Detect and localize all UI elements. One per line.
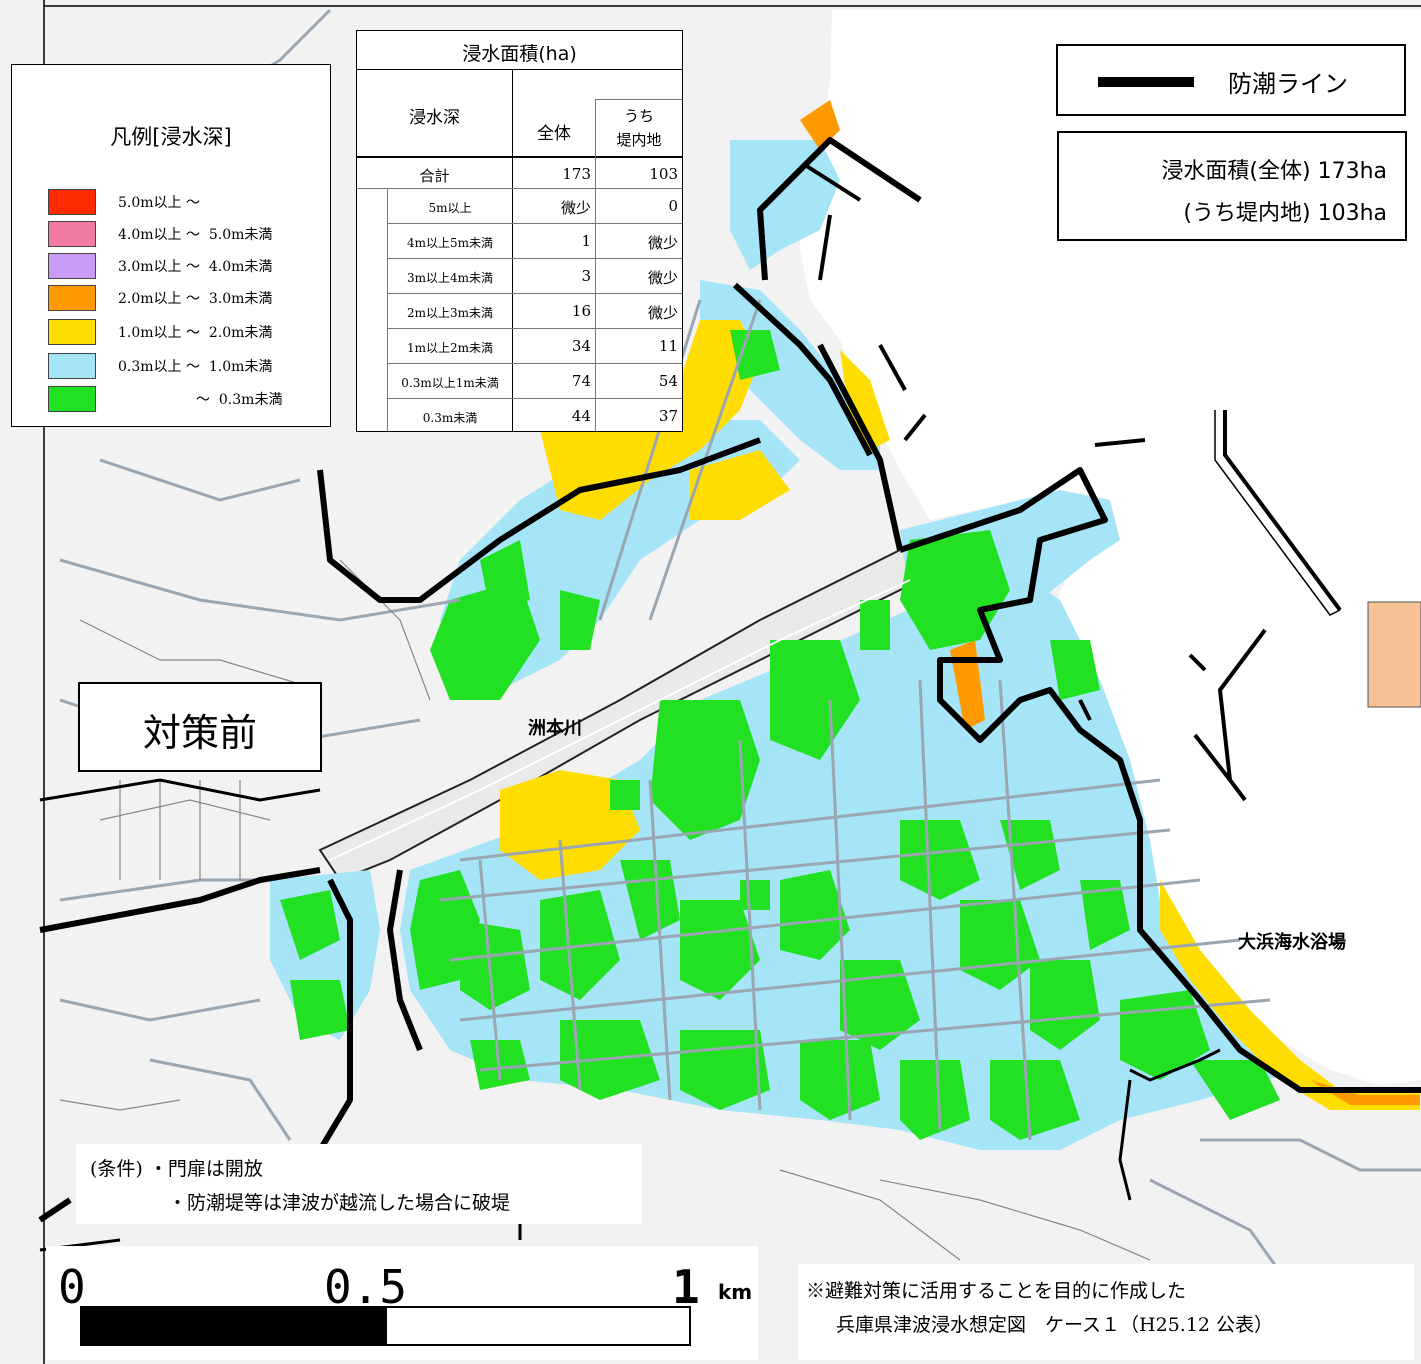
legend: 凡例[浸水深] 5.0m以上 ～ 4.0m以上 ～ 5.0m未満 3.0m以上 … [11,64,331,427]
row-total: 44 [571,407,591,425]
scale-label-one: 1 [672,1260,700,1314]
scale-label-zero: 0 [58,1260,86,1314]
legend-label: 4.0m以上 ～ 5.0m未満 [118,227,273,243]
condition-line-1: (条件) ・門扉は開放 [90,1158,263,1180]
note-line-2: 兵庫県津波浸水想定図 ケース１（H25.12 公表） [836,1314,1274,1336]
legend-item: 4.0m以上 ～ 5.0m未満 [48,221,318,247]
legend-swatch [48,353,96,379]
row-depth: 3m以上4m未満 [406,271,494,285]
row-total: 微少 [560,199,591,217]
row-total: 74 [571,372,591,390]
source-note: ※避難対策に活用することを目的に作成した 兵庫県津波浸水想定図 ケース１（H25… [798,1264,1414,1360]
row-depth: 0.3m未満 [422,411,478,425]
scenario-label-box: 対策前 [78,682,322,772]
flood-area-table: 浸水面積(ha) 浸水深 全体 うち 堤内地 合計 173 103 5m以上 微… [356,30,683,432]
legend-label: 5.0m以上 ～ [118,195,200,211]
row-inner: 0 [668,197,678,215]
row-depth: 合計 [419,167,450,185]
header-inner-line1: うち [623,107,654,125]
header-total: 全体 [537,124,571,144]
beach-label: 大浜海水浴場 [1238,932,1346,953]
legend-swatch [48,386,96,412]
condition-line-2: ・防潮堤等は津波が越流した場合に破堤 [168,1192,511,1214]
row-depth: 2m以上3m未満 [406,306,494,320]
row-total: 3 [581,267,591,285]
legend-item: 2.0m以上 ～ 3.0m未満 [48,285,318,311]
row-inner: 37 [658,407,678,425]
sea-wall-legend: 防潮ライン [1056,44,1406,116]
legend-swatch [48,253,96,279]
flood-area-total: 浸水面積(全体) 173ha [1161,159,1387,184]
facility-block [1367,601,1421,708]
row-depth: 1m以上2m未満 [406,341,494,355]
row-inner: 微少 [647,269,678,287]
row-depth: 5m以上 [428,201,472,215]
legend-swatch [48,189,96,215]
header-depth: 浸水深 [409,108,460,128]
row-inner: 11 [658,337,678,355]
row-depth: 0.3m以上1m未満 [401,376,499,390]
flood-area-inner: (うち堤内地) 103ha [1183,201,1387,226]
legend-item: ～ 0.3m未満 [48,386,318,412]
table-title: 浸水面積(ha) [462,43,577,65]
legend-label: ～ 0.3m未満 [196,392,283,408]
scale-unit: km [718,1280,753,1304]
legend-label: 3.0m以上 ～ 4.0m未満 [118,259,273,275]
row-inner: 103 [649,165,678,183]
scale-segment-white [385,1306,691,1346]
scale-segment-black [80,1306,385,1346]
flood-area-summary: 浸水面積(全体) 173ha (うち堤内地) 103ha [1057,131,1407,241]
breakwaters [803,163,1342,802]
note-line-1: ※避難対策に活用することを目的に作成した [806,1280,1187,1302]
legend-title: 凡例[浸水深] [110,125,232,149]
header-inner-line2: 堤内地 [616,131,662,149]
sea-wall-line-swatch [1098,77,1194,87]
row-total: 1 [581,232,591,250]
row-depth: 4m以上5m未満 [406,236,494,250]
legend-swatch [48,285,96,311]
legend-item: 5.0m以上 ～ [48,189,318,215]
scale-bar: 0 0.5 1 km [46,1246,758,1360]
row-total: 173 [562,165,591,183]
row-total: 34 [571,337,591,355]
legend-swatch [48,319,96,345]
conditions-note: (条件) ・門扉は開放 ・防潮堤等は津波が越流した場合に破堤 [76,1144,642,1224]
legend-label: 1.0m以上 ～ 2.0m未満 [118,325,273,341]
sea-wall-label: 防潮ライン [1228,70,1348,98]
legend-item: 3.0m以上 ～ 4.0m未満 [48,253,318,279]
legend-label: 2.0m以上 ～ 3.0m未満 [118,291,273,307]
row-inner: 微少 [647,304,678,322]
legend-swatch [48,221,96,247]
row-total: 16 [571,302,591,320]
legend-item: 1.0m以上 ～ 2.0m未満 [48,319,318,345]
legend-label: 0.3m以上 ～ 1.0m未満 [118,359,273,375]
river-label: 洲本川 [528,718,582,739]
road-network [59,8,1421,1301]
row-inner: 微少 [647,234,678,252]
scale-label-half: 0.5 [324,1260,408,1314]
row-inner: 54 [658,372,678,390]
legend-item: 0.3m以上 ～ 1.0m未満 [48,353,318,379]
scenario-label: 対策前 [142,711,257,755]
